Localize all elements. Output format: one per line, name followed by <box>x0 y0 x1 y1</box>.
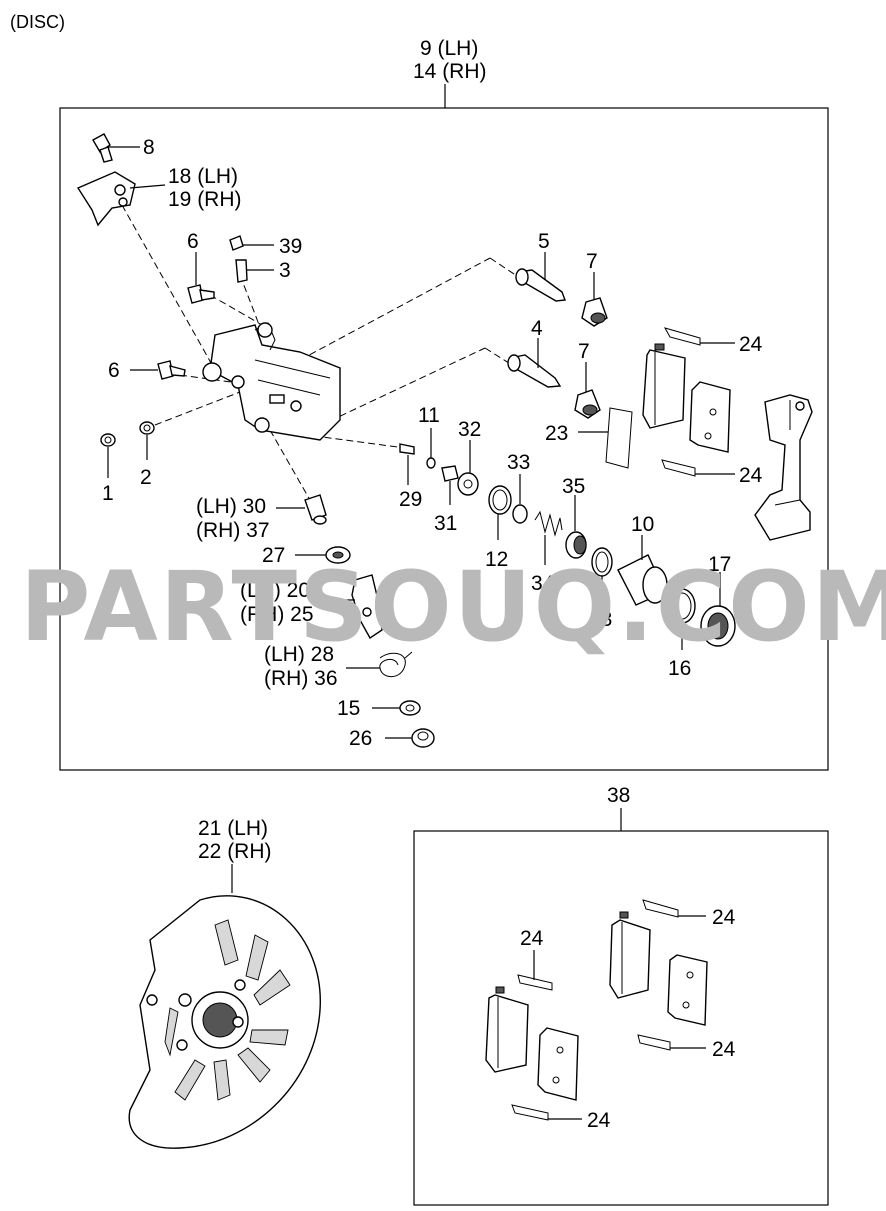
callout-34[interactable]: 34 <box>531 572 555 595</box>
washer-32-icon[interactable] <box>457 472 479 496</box>
callout-15[interactable]: 15 <box>337 697 360 720</box>
callout-36[interactable]: (RH) 36 <box>264 667 338 690</box>
callout-33[interactable]: 33 <box>507 451 530 474</box>
piston-35-icon[interactable] <box>565 531 587 559</box>
watermark-text: PARTSOUQ.COM <box>20 551 886 663</box>
callout-18[interactable]: 18 (LH) <box>168 165 238 188</box>
parking-lever-bracket-icon[interactable] <box>76 171 136 227</box>
caliper-bracket-icon[interactable] <box>754 394 813 541</box>
dust-cover-label-rh[interactable]: 22 (RH) <box>198 840 272 863</box>
callout-37[interactable]: (RH) 37 <box>196 519 270 542</box>
washer-1-icon[interactable] <box>100 433 116 447</box>
dust-shield-icon[interactable] <box>128 895 321 1149</box>
callout-25[interactable]: (RH) 25 <box>240 603 314 626</box>
kit-callout-24-b[interactable]: 24 <box>520 927 544 950</box>
washer-2-icon[interactable] <box>139 421 155 435</box>
kit-shims-icon[interactable] <box>511 899 679 1121</box>
brake-pad-inner-icon[interactable] <box>642 343 686 429</box>
kit-callout-24-a[interactable]: 24 <box>712 906 736 929</box>
brake-pad-outer-icon[interactable] <box>689 381 731 453</box>
guide-pin-upper-icon[interactable] <box>515 268 566 302</box>
piston-10-icon[interactable] <box>617 554 668 606</box>
boot-17-icon[interactable] <box>700 605 736 647</box>
callout-13[interactable]: 13 <box>589 608 612 631</box>
main-callouts: 8 18 (LH) 19 (RH) 6 39 3 6 5 7 4 7 24 24… <box>102 136 763 750</box>
ring-16-icon[interactable] <box>668 588 696 624</box>
callout-2[interactable]: 2 <box>140 466 152 489</box>
assembly-guide-lines <box>121 204 521 501</box>
bolt-8-icon[interactable] <box>92 133 113 163</box>
callout-6-upper[interactable]: 6 <box>187 230 199 253</box>
kit-pad-1-icon[interactable] <box>485 986 529 1073</box>
callout-16[interactable]: 16 <box>668 657 691 680</box>
callout-30[interactable]: (LH) 30 <box>196 495 266 518</box>
kit-callout-24-d[interactable]: 24 <box>587 1109 611 1132</box>
kit-pad-3-icon[interactable] <box>609 911 651 999</box>
callout-12[interactable]: 12 <box>485 548 508 571</box>
bleeder-screw-icon[interactable] <box>229 235 248 283</box>
kit-pad-4-icon[interactable] <box>667 954 708 1026</box>
callout-6-lower[interactable]: 6 <box>108 359 120 382</box>
callout-24-lower[interactable]: 24 <box>739 464 763 487</box>
callout-3[interactable]: 3 <box>279 259 291 282</box>
nut-26-icon[interactable] <box>411 728 435 748</box>
callout-7-upper[interactable]: 7 <box>586 250 598 273</box>
adjuster-30-37-icon[interactable] <box>304 494 327 525</box>
callout-11[interactable]: 11 <box>418 404 440 427</box>
callout-8[interactable]: 8 <box>143 136 155 159</box>
callout-32[interactable]: 32 <box>458 418 481 441</box>
callout-4[interactable]: 4 <box>531 317 543 340</box>
callout-29[interactable]: 29 <box>399 488 422 511</box>
washer-33-icon[interactable] <box>512 504 528 524</box>
pad-kit-box <box>413 830 829 1206</box>
mounting-bolt-upper-icon[interactable] <box>187 284 215 304</box>
callout-19[interactable]: 19 (RH) <box>168 188 242 211</box>
callout-28[interactable]: (LH) 28 <box>264 643 334 666</box>
callout-39[interactable]: 39 <box>279 235 302 258</box>
pin-29-icon[interactable] <box>399 443 415 455</box>
main-assembly-label-rh[interactable]: 14 (RH) <box>413 60 487 83</box>
kit-pad-2-icon[interactable] <box>537 1027 579 1101</box>
mounting-bolt-lower-icon[interactable] <box>157 360 186 380</box>
pad-shim-icon[interactable] <box>605 327 701 477</box>
diagram-title: (DISC) <box>10 12 65 32</box>
main-assembly-label-lh[interactable]: 9 (LH) <box>420 37 478 60</box>
guide-pin-lower-icon[interactable] <box>507 354 562 388</box>
callout-5[interactable]: 5 <box>538 230 550 253</box>
main-assembly-box <box>59 107 829 771</box>
sleeve-31-icon[interactable] <box>441 465 459 482</box>
lever-20-25-icon[interactable] <box>351 574 383 640</box>
dust-cover-label-lh[interactable]: 21 (LH) <box>198 817 268 840</box>
ring-12-icon[interactable] <box>488 485 512 515</box>
callout-1[interactable]: 1 <box>102 482 114 505</box>
caliper-body-icon[interactable] <box>202 322 341 441</box>
pad-kit-label[interactable]: 38 <box>607 784 630 807</box>
spring-34-icon[interactable] <box>534 510 563 537</box>
callout-17[interactable]: 17 <box>708 553 731 576</box>
callout-24-upper[interactable]: 24 <box>739 333 763 356</box>
ring-13-icon[interactable] <box>591 547 613 577</box>
pad-kit-group: 38 24 2 <box>413 784 829 1206</box>
spring-28-36-icon[interactable] <box>379 651 413 678</box>
dust-cover-group: 21 (LH) 22 (RH) <box>128 817 321 1149</box>
kit-callout-24-c[interactable]: 24 <box>712 1038 736 1061</box>
main-assembly-group: 9 (LH) 14 (RH) <box>59 37 829 771</box>
callout-26[interactable]: 26 <box>349 727 372 750</box>
callout-20[interactable]: (LH) 20 <box>240 579 310 602</box>
callout-23[interactable]: 23 <box>545 422 568 445</box>
washer-15-icon[interactable] <box>399 700 421 716</box>
callout-27[interactable]: 27 <box>262 544 285 567</box>
callout-7-lower[interactable]: 7 <box>578 340 590 363</box>
callout-35[interactable]: 35 <box>562 475 585 498</box>
pin-boot-icon[interactable] <box>574 297 608 419</box>
seal-27-icon[interactable] <box>325 546 351 564</box>
callout-10[interactable]: 10 <box>631 513 654 536</box>
o-ring-11-icon[interactable] <box>426 457 436 469</box>
callout-31[interactable]: 31 <box>434 512 457 535</box>
